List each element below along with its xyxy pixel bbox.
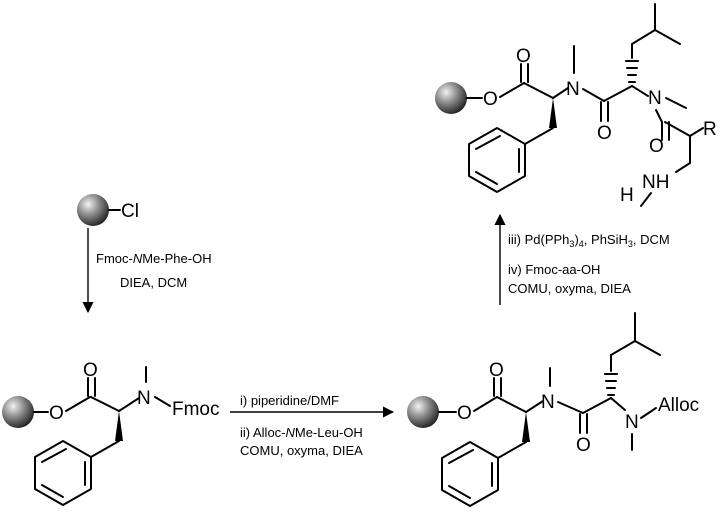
amide-nitrogen: N <box>137 388 151 409</box>
step3-reagent-part3: , PhSiH <box>584 232 628 247</box>
step1-reagent-part1: Fmoc- <box>96 251 133 266</box>
amine-nitrogen: N <box>648 88 662 109</box>
step3-reagent-part2: ) <box>574 232 578 247</box>
step3-reagent-part4: , DCM <box>633 232 670 247</box>
step1-reagent-part2: N <box>133 251 143 266</box>
compound-tripeptide-resin: O O N O N O R <box>435 3 717 207</box>
step3-sub1: 3 <box>569 239 574 249</box>
step2-reagent-part2: N <box>286 425 296 440</box>
stereo-hash <box>625 60 639 83</box>
resin-bead-icon <box>2 396 34 428</box>
amine-nh: NH <box>642 172 669 193</box>
step2-conditions: i) piperidine/DMF ii) Alloc-NMe-Leu-OH C… <box>240 393 363 458</box>
step3-sub3: 3 <box>628 239 633 249</box>
compound-alloc-dipeptide-resin: O O N O N Alloc <box>407 312 699 507</box>
amine-nitrogen: N <box>625 412 639 433</box>
phenyl-ring <box>441 441 499 507</box>
step1-conditions: Fmoc-NMe-Phe-OH DIEA, DCM <box>96 251 212 290</box>
compound-fmoc-nmephe-resin: O O N Fmoc <box>2 360 220 506</box>
svg-text:iii) Pd(PPh3)4, PhSiH3, DCM: iii) Pd(PPh3)4, PhSiH3, DCM <box>508 232 670 249</box>
step3-reagent-part1: iii) Pd(PPh <box>508 232 569 247</box>
svg-text:Fmoc-NMe-Phe-OH: Fmoc-NMe-Phe-OH <box>96 251 212 266</box>
step2-reagent-part1: ii) Alloc- <box>240 425 286 440</box>
carbonyl-oxygen: O <box>83 360 98 381</box>
phenyl-ring <box>34 440 92 506</box>
carbonyl-oxygen-2: O <box>597 123 612 144</box>
resin-chloride: Cl <box>77 194 139 226</box>
stereo-wedge <box>549 98 557 128</box>
side-chain-r: R <box>703 119 717 140</box>
step3-sub2: 4 <box>579 239 584 249</box>
step3-coupling-reagents: COMU, oxyma, DIEA <box>508 281 631 296</box>
phenyl-ring <box>468 127 526 193</box>
carbonyl-oxygen-2: O <box>576 435 591 456</box>
carbonyl-oxygen: O <box>489 360 504 381</box>
resin-bead-icon <box>407 396 439 428</box>
step1-reagent-part3: Me-Phe-OH <box>142 251 211 266</box>
amine-h: H <box>620 185 634 206</box>
step2-reagent-part3: Me-Leu-OH <box>295 425 363 440</box>
stereo-hash <box>604 373 618 396</box>
carbonyl-oxygen: O <box>516 46 531 67</box>
ester-oxygen: O <box>457 403 472 424</box>
step3-coupling-aa: iv) Fmoc-aa-OH <box>508 262 600 277</box>
fmoc-group: Fmoc <box>172 399 220 420</box>
resin-bead-icon <box>77 194 109 226</box>
chloride-label: Cl <box>121 201 139 222</box>
ester-oxygen: O <box>483 89 498 110</box>
amide-nitrogen: N <box>541 392 555 413</box>
stereo-wedge <box>522 412 530 442</box>
step2-deprotection: i) piperidine/DMF <box>240 393 339 408</box>
carbonyl-oxygen-3: O <box>649 136 664 157</box>
step1-base-solvent: DIEA, DCM <box>120 275 187 290</box>
svg-text:ii) Alloc-NMe-Leu-OH: ii) Alloc-NMe-Leu-OH <box>240 425 363 440</box>
alloc-group: Alloc <box>658 395 699 416</box>
amide-nitrogen: N <box>566 79 580 100</box>
resin-bead-icon <box>435 82 467 114</box>
ester-oxygen: O <box>49 403 64 424</box>
step2-coupling: COMU, oxyma, DIEA <box>240 443 363 458</box>
stereo-wedge <box>115 411 123 441</box>
step3-conditions: iii) Pd(PPh3)4, PhSiH3, DCM iv) Fmoc-aa-… <box>508 232 670 296</box>
